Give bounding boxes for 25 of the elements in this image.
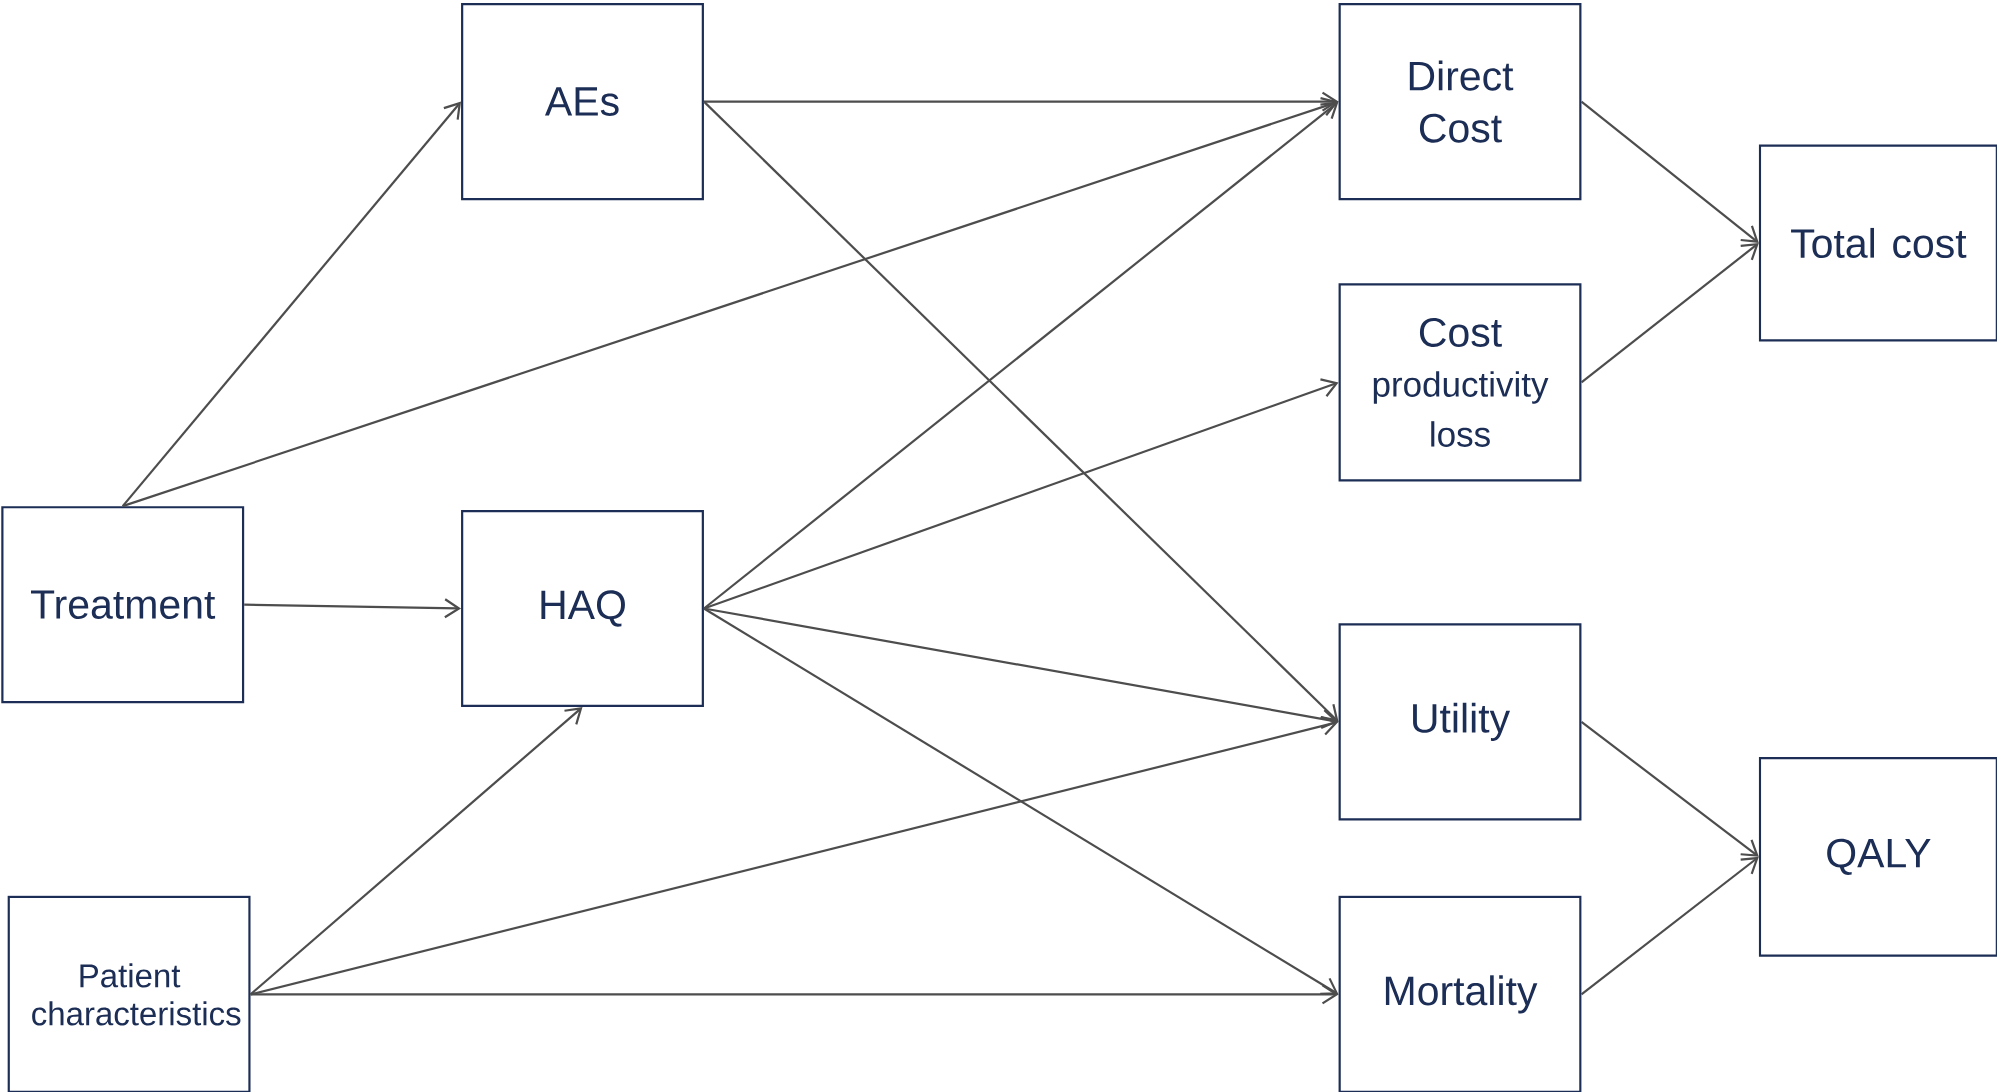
arrow: [1580, 100, 1759, 243]
process-box: Treatment: [1, 506, 245, 704]
arrow: [703, 91, 1339, 112]
arrow: [121, 101, 462, 507]
process-box: QALY: [1758, 757, 1997, 957]
arrow: [244, 598, 462, 619]
arrow: [703, 378, 1339, 610]
arrow: [1580, 242, 1759, 384]
process-box: Utility: [1338, 623, 1582, 821]
process-box: HAQ: [461, 509, 704, 708]
process-box: Patient characteristics: [7, 895, 251, 1092]
process-box: Direct Cost: [1338, 3, 1582, 201]
arrow: [249, 707, 583, 996]
process-box: Mortality: [1338, 895, 1582, 1092]
arrow: [250, 715, 1339, 996]
arrow: [1580, 856, 1759, 996]
arrow: [703, 101, 1339, 610]
process-box: Total cost: [1758, 144, 1997, 342]
process-box: AEs: [461, 3, 704, 201]
arrow: [1580, 720, 1759, 857]
arrow: [703, 607, 1339, 995]
arrow: [703, 100, 1339, 722]
process-box: Cost productivity loss: [1338, 283, 1582, 482]
arrow: [703, 607, 1339, 729]
arrow: [250, 984, 1339, 1005]
